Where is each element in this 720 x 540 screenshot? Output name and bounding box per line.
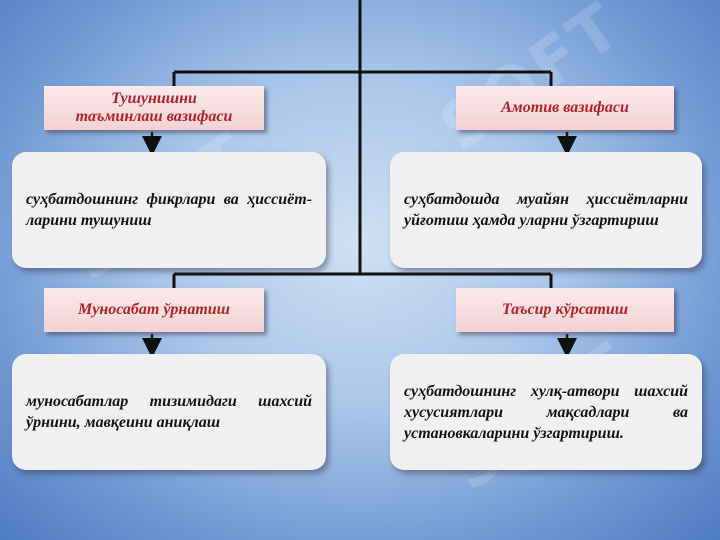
bottom-left-label: Муносабат ўрнатиш: [44, 288, 264, 332]
top-right-box: суҳбатдошда муайян ҳиссиётларни уйғотиш …: [390, 152, 702, 268]
top-left-box: суҳбатдошнинг фикрлари ва ҳиссиёт-ларини…: [12, 152, 326, 268]
top-right-text: суҳбатдошда муайян ҳиссиётларни уйғотиш …: [404, 191, 688, 229]
top-left-text: суҳбатдошнинг фикрлари ва ҳиссиёт-ларини…: [26, 191, 312, 229]
bottom-left-box: муносабатлар тизимидаги шахсий ўрнини, м…: [12, 354, 326, 470]
top-right-label: Амотив вазифаси: [456, 86, 674, 130]
bottom-right-box: суҳбатдошнинг хулқ-атвори шахсий хусусия…: [390, 354, 702, 470]
bottom-left-text: муносабатлар тизимидаги шахсий ўрнини, м…: [26, 393, 312, 431]
top-left-label: Тушунишни таъминлаш вазифаси: [44, 86, 264, 130]
bottom-right-label: Таъсир кўрсатиш: [456, 288, 674, 332]
bottom-right-text: суҳбатдошнинг хулқ-атвори шахсий хусусия…: [404, 382, 688, 442]
